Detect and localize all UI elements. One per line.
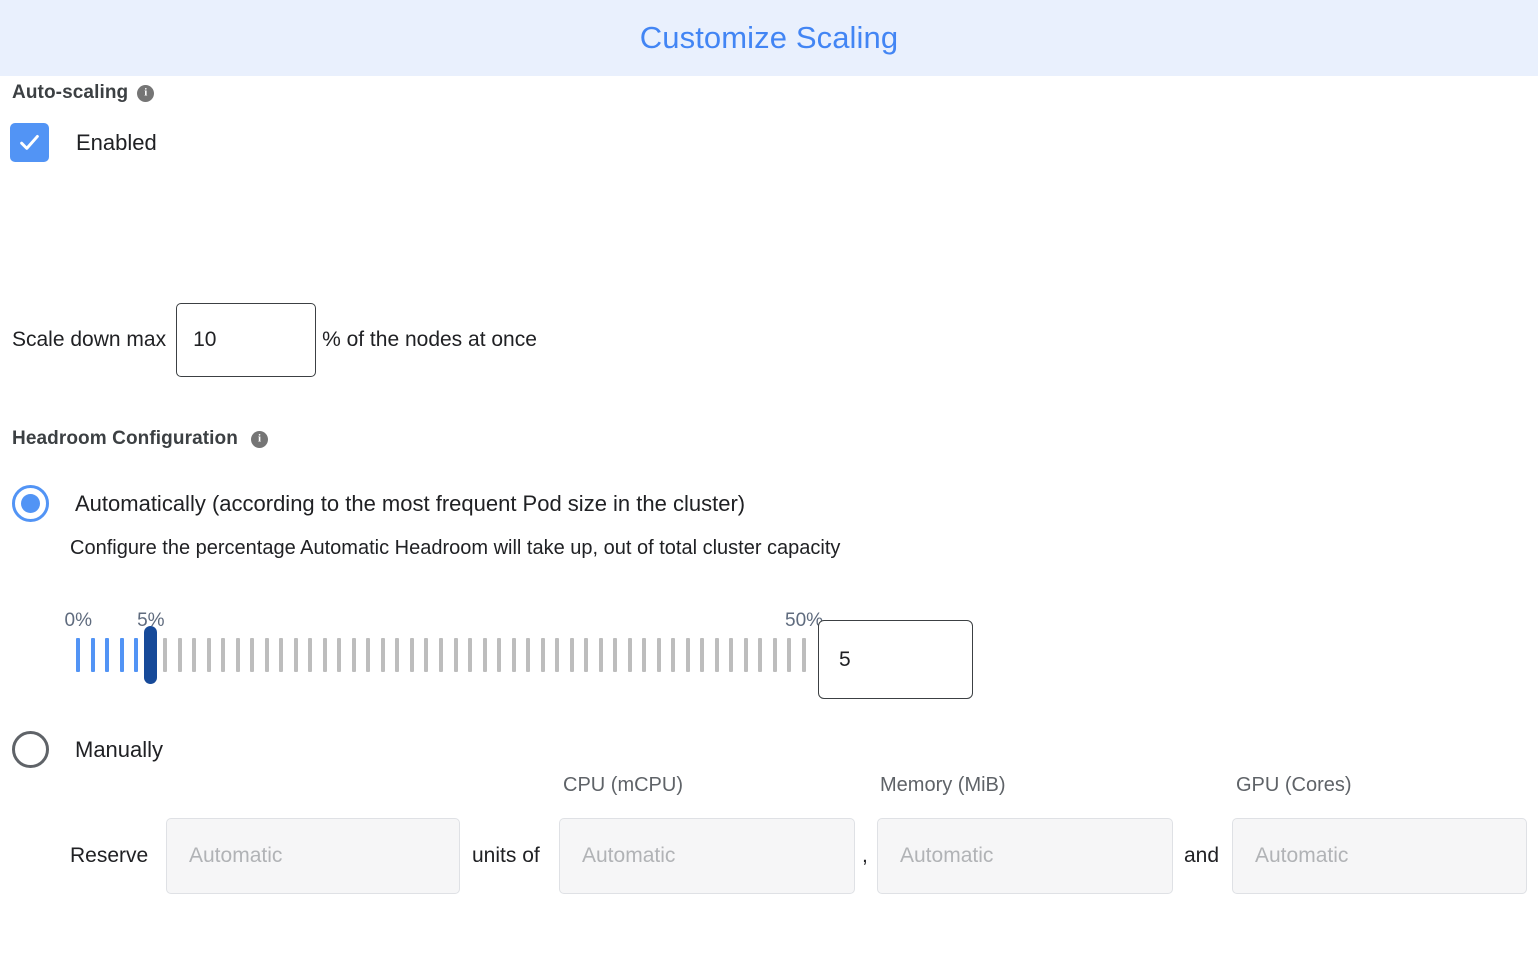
- column-header-memory: Memory (MiB): [880, 774, 1006, 796]
- slider-tick: [772, 638, 777, 672]
- info-icon-glyph: i: [257, 432, 262, 444]
- reserve-separator-units-of: units of: [472, 844, 540, 867]
- reserve-memory-input[interactable]: [877, 818, 1173, 894]
- radio-automatically-label: Automatically (according to the most fre…: [75, 490, 746, 516]
- column-header-cpu: CPU (mCPU): [563, 774, 683, 796]
- slider-tick: [250, 638, 255, 672]
- slider-tick: [264, 638, 269, 672]
- headroom-section-header: Headroom Configuration i: [12, 428, 268, 450]
- slider-tick: [497, 638, 502, 672]
- slider-tick: [380, 638, 385, 672]
- slider-tick: [700, 638, 705, 672]
- reserve-units-input[interactable]: [166, 818, 460, 894]
- headroom-percentage-input[interactable]: [818, 620, 973, 699]
- slider-tick: [424, 638, 429, 672]
- reserve-cpu-input[interactable]: [559, 818, 855, 894]
- reserve-separator-and: and: [1184, 844, 1220, 867]
- slider-tick: [802, 638, 806, 672]
- slider-tick: [409, 638, 414, 672]
- slider-tick: [322, 638, 327, 672]
- slider-tick: [671, 638, 676, 672]
- radio-automatically[interactable]: [12, 485, 49, 522]
- reserve-separator-comma: ,: [862, 844, 868, 867]
- slider-tick: [685, 638, 690, 672]
- auto-scaling-enabled-row: Enabled: [10, 123, 157, 162]
- slider-tick: [598, 638, 603, 672]
- slider-tick: [482, 638, 487, 672]
- slider-tick: [642, 638, 647, 672]
- slider-tick: [743, 638, 748, 672]
- radio-manually-label: Manually: [75, 736, 164, 762]
- slider-tick: [613, 638, 618, 672]
- slider-tick: [337, 638, 342, 672]
- auto-scaling-enabled-checkbox[interactable]: [10, 123, 49, 162]
- slider-tick: [584, 638, 589, 672]
- check-icon: [20, 134, 39, 150]
- slider-thumb[interactable]: [144, 626, 158, 684]
- reserve-label: Reserve: [70, 844, 149, 867]
- slider-labels: 0% 5% 50%: [65, 610, 824, 638]
- headroom-percentage-slider[interactable]: 0% 5% 50%: [65, 610, 824, 684]
- radio-dot: [21, 494, 40, 513]
- auto-scaling-enabled-label: Enabled: [76, 129, 157, 155]
- slider-tick: [221, 638, 226, 672]
- slider-tick: [76, 638, 80, 672]
- slider-tick: [395, 638, 400, 672]
- slider-tick: [279, 638, 284, 672]
- slider-tick: [90, 638, 95, 672]
- headroom-option-manually-row[interactable]: Manually: [12, 731, 163, 768]
- slider-tick: [134, 638, 139, 672]
- scale-down-max-input[interactable]: [176, 303, 317, 377]
- auto-scaling-section-header: Auto-scaling i: [12, 82, 155, 104]
- slider-tick: [308, 638, 313, 672]
- radio-manually[interactable]: [12, 731, 49, 768]
- slider-tick: [366, 638, 371, 672]
- headroom-option-automatically-row[interactable]: Automatically (according to the most fre…: [12, 485, 745, 522]
- slider-tick: [163, 638, 168, 672]
- slider-tick: [206, 638, 211, 672]
- slider-max-label: 50%: [785, 610, 824, 631]
- slider-tick: [351, 638, 356, 672]
- slider-current-label: 5%: [137, 610, 165, 631]
- slider-tick: [540, 638, 545, 672]
- slider-tick: [453, 638, 458, 672]
- slider-track[interactable]: [76, 626, 806, 684]
- scale-down-max-row: Scale down max % of the nodes at once: [12, 303, 537, 377]
- slider-tick: [468, 638, 473, 672]
- info-icon[interactable]: i: [250, 430, 268, 448]
- slider-tick: [439, 638, 443, 672]
- headroom-configuration-label: Headroom Configuration: [12, 428, 238, 449]
- info-icon[interactable]: i: [137, 84, 155, 102]
- slider-tick: [293, 638, 298, 672]
- slider-tick: [656, 638, 661, 672]
- column-header-gpu: GPU (Cores): [1236, 774, 1352, 796]
- page-title: Customize Scaling: [639, 20, 899, 55]
- scale-down-max-suffix: % of the nodes at once: [322, 328, 537, 351]
- slider-tick: [526, 638, 531, 672]
- reserve-gpu-input[interactable]: [1232, 818, 1527, 894]
- slider-tick: [177, 638, 182, 672]
- slider-tick: [787, 638, 792, 672]
- slider-tick: [192, 638, 197, 672]
- slider-tick: [235, 638, 240, 672]
- slider-tick: [569, 638, 574, 672]
- headroom-description: Configure the percentage Automatic Headr…: [70, 537, 841, 559]
- slider-min-label: 0%: [64, 610, 92, 631]
- scale-down-max-label: Scale down max: [12, 328, 167, 351]
- slider-tick: [119, 638, 124, 672]
- slider-tick: [729, 638, 734, 672]
- info-icon-glyph: i: [144, 86, 148, 98]
- slider-tick: [105, 638, 110, 672]
- auto-scaling-label: Auto-scaling: [12, 82, 129, 103]
- dialog-body: Auto-scaling i Enabled Scale down max % …: [0, 76, 1538, 970]
- reserve-column-headers: CPU (mCPU) Memory (MiB) GPU (Cores): [0, 774, 1538, 802]
- slider-tick: [627, 638, 632, 672]
- reserve-inputs-row: Reserve units of , and: [0, 818, 1538, 894]
- slider-tick: [714, 638, 719, 672]
- slider-tick: [511, 638, 516, 672]
- dialog-header: Customize Scaling: [0, 0, 1538, 76]
- slider-tick: [758, 638, 763, 672]
- slider-tick: [555, 638, 560, 672]
